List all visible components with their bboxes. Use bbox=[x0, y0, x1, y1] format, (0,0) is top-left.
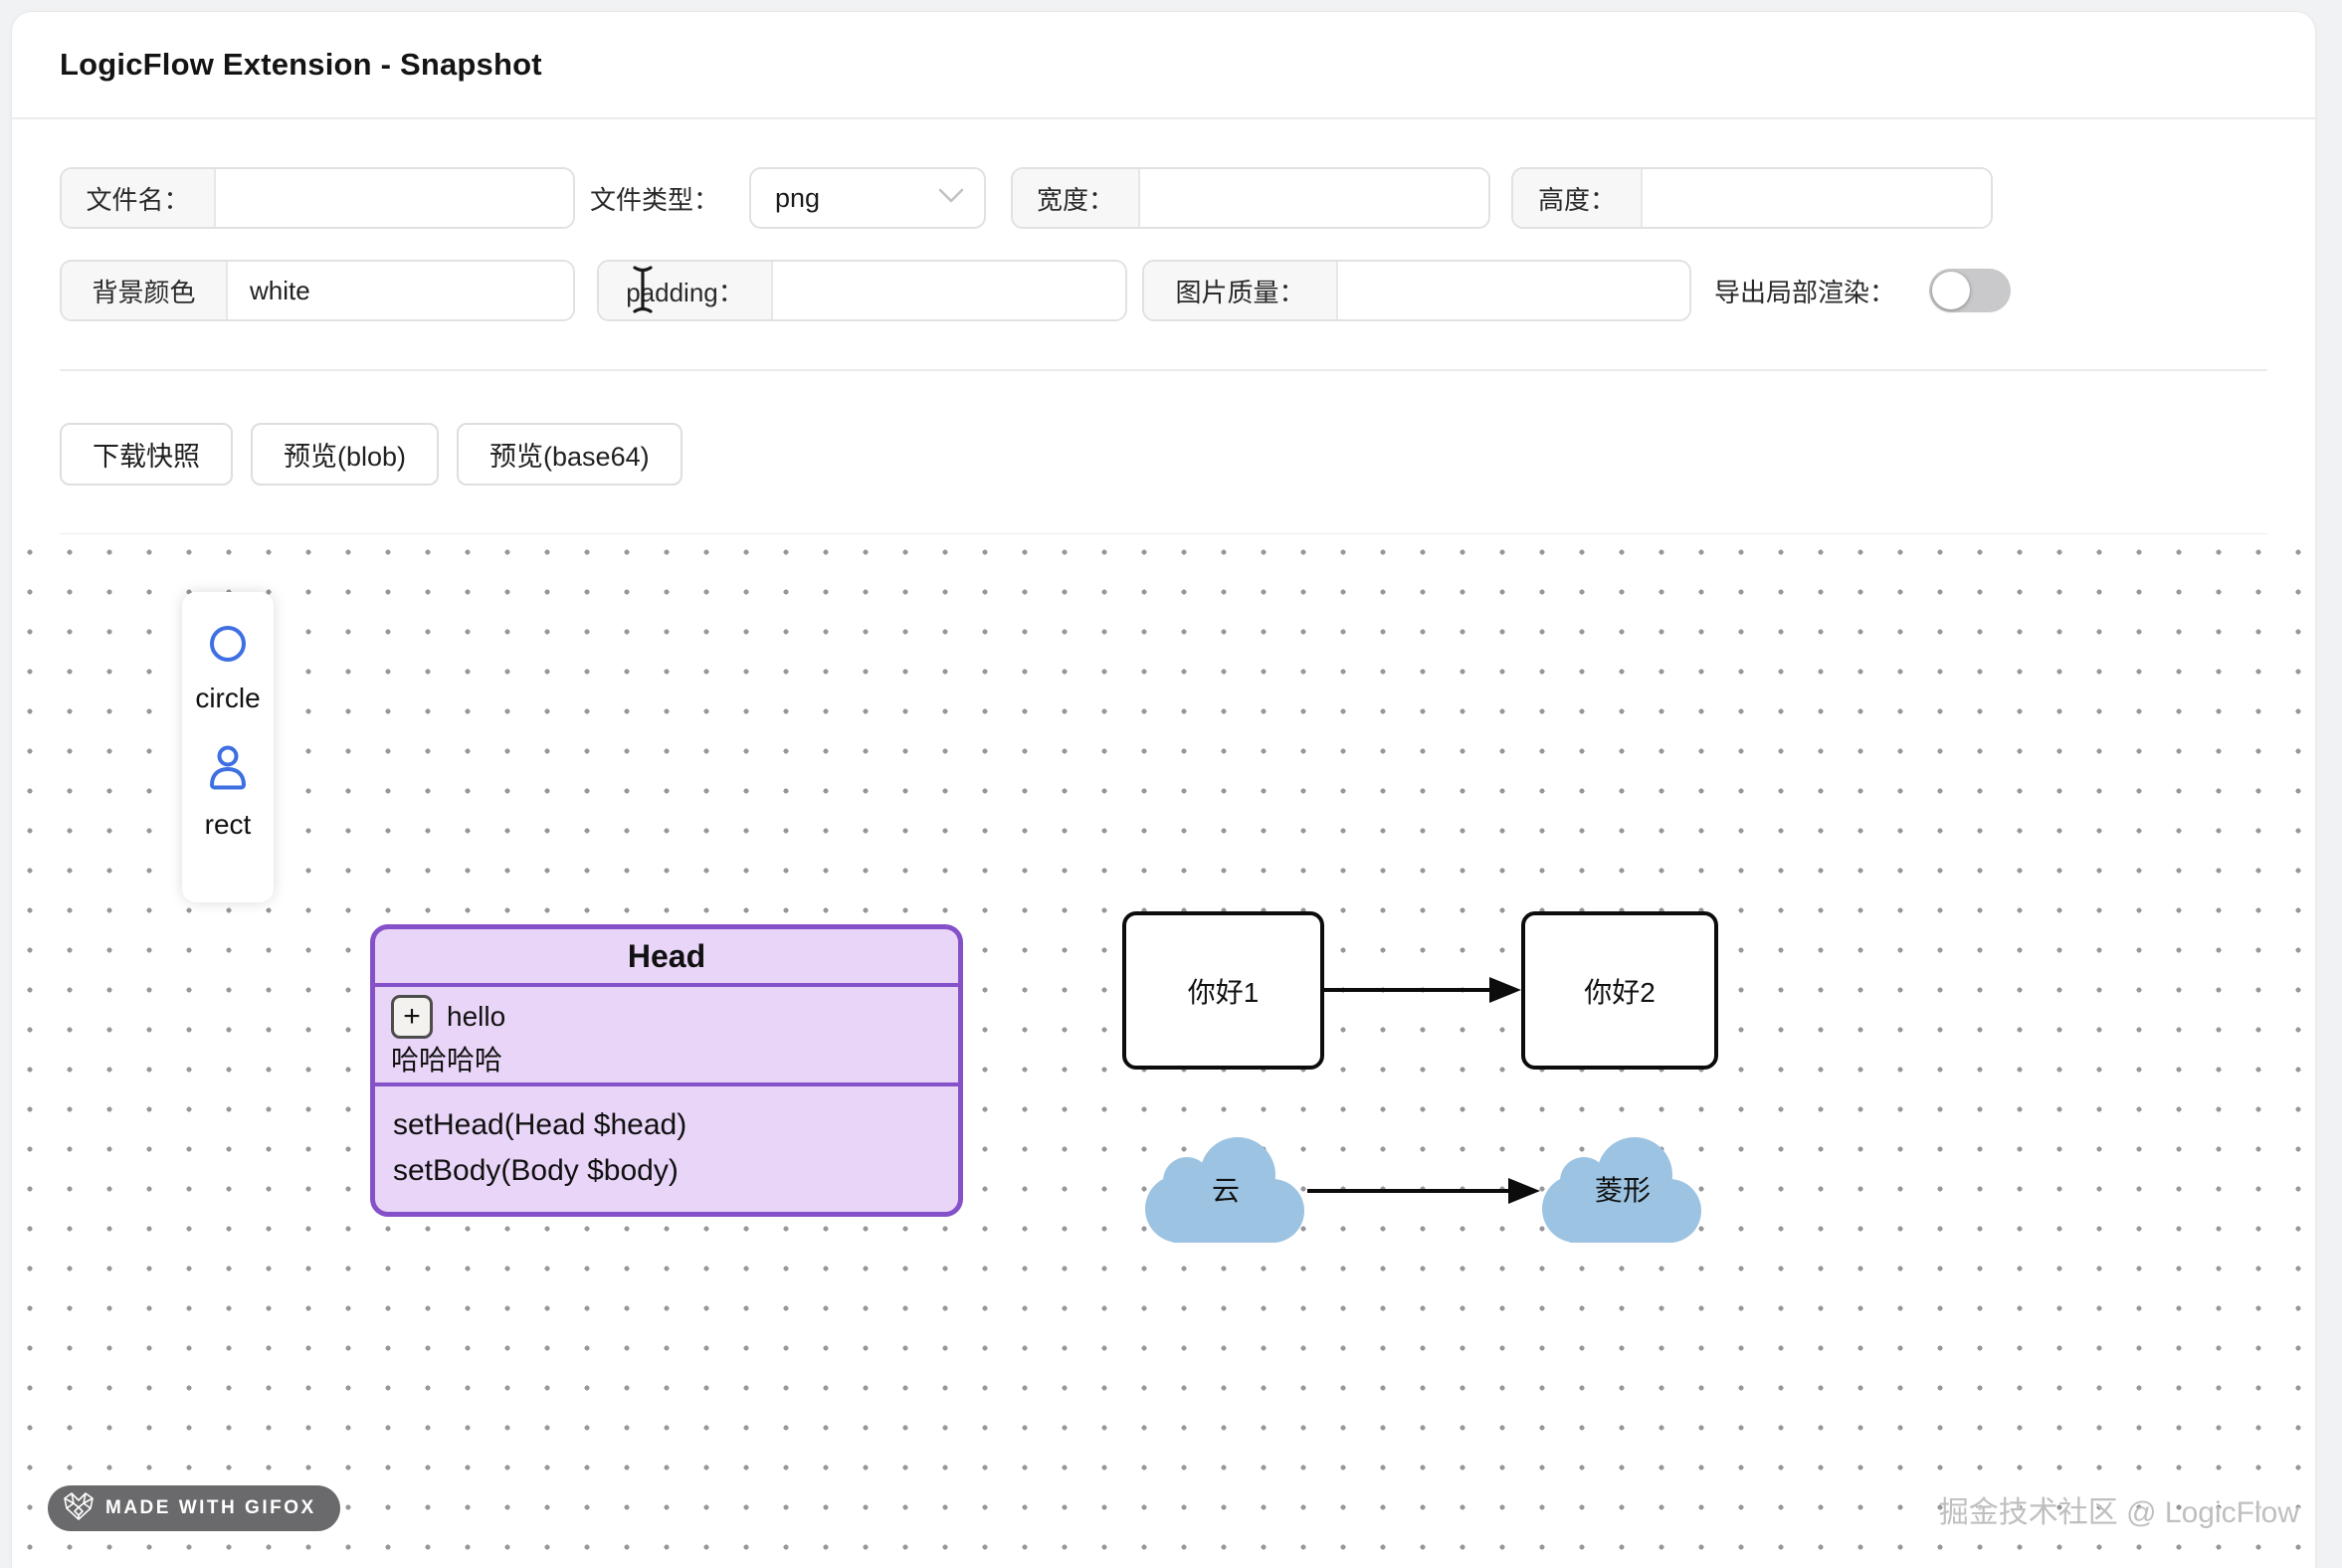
ibeam-cursor bbox=[633, 266, 653, 313]
height-group: 高度： bbox=[1511, 167, 1994, 229]
quality-group: 图片质量： bbox=[1142, 260, 1691, 321]
preview-blob-button[interactable]: 预览(blob) bbox=[251, 423, 440, 486]
gifox-fox-icon bbox=[62, 1491, 96, 1526]
circle-icon bbox=[206, 622, 250, 671]
palette-item-label: rect bbox=[204, 809, 252, 840]
toggle-knob bbox=[1932, 272, 1971, 309]
palette-item-label: circle bbox=[195, 683, 261, 713]
rect-node-hello2[interactable]: 你好2 bbox=[1521, 911, 1718, 1070]
quality-input[interactable] bbox=[1338, 262, 1689, 319]
bgcolor-label: 背景颜色 bbox=[62, 262, 228, 319]
palette-item-rect[interactable]: rect bbox=[204, 744, 252, 841]
width-group: 宽度： bbox=[1011, 167, 1491, 229]
cloud-node-label: 云 bbox=[1211, 1175, 1240, 1206]
form-row-2: 背景颜色 padding： 图片质量： 导出局部渲染： bbox=[60, 260, 2267, 321]
filetype-select[interactable]: png bbox=[749, 167, 987, 229]
cloud-shape bbox=[1542, 1137, 1701, 1243]
filename-label: 文件名： bbox=[62, 169, 216, 227]
gifox-badge-text: MADE WITH GIFOX bbox=[105, 1497, 316, 1518]
cloud-node-label: 菱形 bbox=[1594, 1175, 1651, 1206]
form-row-1: 文件名： 文件类型： png 宽度： 高度： bbox=[60, 167, 2267, 229]
bgcolor-input[interactable] bbox=[228, 262, 573, 319]
cloud-node-lingxing[interactable]: 菱形 bbox=[1540, 1131, 1705, 1251]
head-node-method: setBody(Body $body) bbox=[393, 1154, 679, 1187]
download-snapshot-button[interactable]: 下载快照 bbox=[60, 423, 233, 486]
add-field-button[interactable]: + bbox=[391, 995, 433, 1039]
bgcolor-group: 背景颜色 bbox=[60, 260, 575, 321]
cloud-node-yun[interactable]: 云 bbox=[1143, 1131, 1308, 1251]
chevron-down-icon bbox=[938, 188, 964, 209]
filename-group: 文件名： bbox=[60, 167, 575, 229]
width-label: 宽度： bbox=[1013, 169, 1141, 227]
head-uml-node[interactable]: Head + hello 哈哈哈哈 setHead(Head $head) se… bbox=[370, 924, 963, 1217]
page-title: LogicFlow Extension - Snapshot bbox=[60, 47, 542, 82]
padding-label: padding： bbox=[599, 262, 773, 319]
header: LogicFlow Extension - Snapshot bbox=[12, 12, 2315, 119]
toolbar: 下载快照 预览(blob) 预览(base64) bbox=[12, 371, 2315, 533]
head-node-methods: setHead(Head $head) setBody(Body $body) bbox=[375, 1086, 958, 1210]
head-node-fields: + hello 哈哈哈哈 bbox=[375, 987, 958, 1086]
head-node-field: hello bbox=[447, 1001, 506, 1032]
edge-arrow-rects[interactable] bbox=[1324, 970, 1521, 1010]
user-icon bbox=[205, 744, 251, 797]
height-input[interactable] bbox=[1643, 169, 1992, 227]
edge-arrow-clouds[interactable] bbox=[1307, 1171, 1540, 1211]
palette-item-circle[interactable]: circle bbox=[195, 622, 261, 714]
logicflow-watermark: 掘金技术社区 @ LogicFlow bbox=[1938, 1496, 2299, 1529]
gifox-badge: MADE WITH GIFOX bbox=[48, 1485, 340, 1531]
padding-input[interactable] bbox=[773, 262, 1125, 319]
flow-canvas[interactable]: circle rect Head + hello 哈哈哈哈 bbox=[12, 534, 2315, 1568]
padding-group: padding： bbox=[597, 260, 1127, 321]
partial-render-label: 导出局部渲染： bbox=[1714, 277, 1896, 307]
rect-node-hello1[interactable]: 你好1 bbox=[1122, 911, 1324, 1070]
shape-palette: circle rect bbox=[182, 592, 274, 902]
preview-base64-button[interactable]: 预览(base64) bbox=[457, 423, 683, 486]
snapshot-form: 文件名： 文件类型： png 宽度： 高度： 背景颜色 bbox=[12, 119, 2315, 321]
head-node-method: setHead(Head $head) bbox=[393, 1108, 687, 1141]
height-label: 高度： bbox=[1513, 169, 1644, 227]
filetype-label: 文件类型： bbox=[590, 184, 720, 215]
partial-render-toggle[interactable] bbox=[1929, 269, 2012, 312]
filetype-selected-value: png bbox=[775, 182, 821, 213]
app-card: LogicFlow Extension - Snapshot 文件名： 文件类型… bbox=[12, 12, 2315, 1568]
cloud-shape bbox=[1145, 1137, 1304, 1243]
width-input[interactable] bbox=[1140, 169, 1489, 227]
head-node-note: 哈哈哈哈 bbox=[391, 1045, 503, 1076]
divider-top bbox=[60, 369, 2267, 371]
filename-input[interactable] bbox=[216, 169, 573, 227]
quality-label: 图片质量： bbox=[1144, 262, 1338, 319]
head-node-title: Head bbox=[375, 929, 958, 987]
